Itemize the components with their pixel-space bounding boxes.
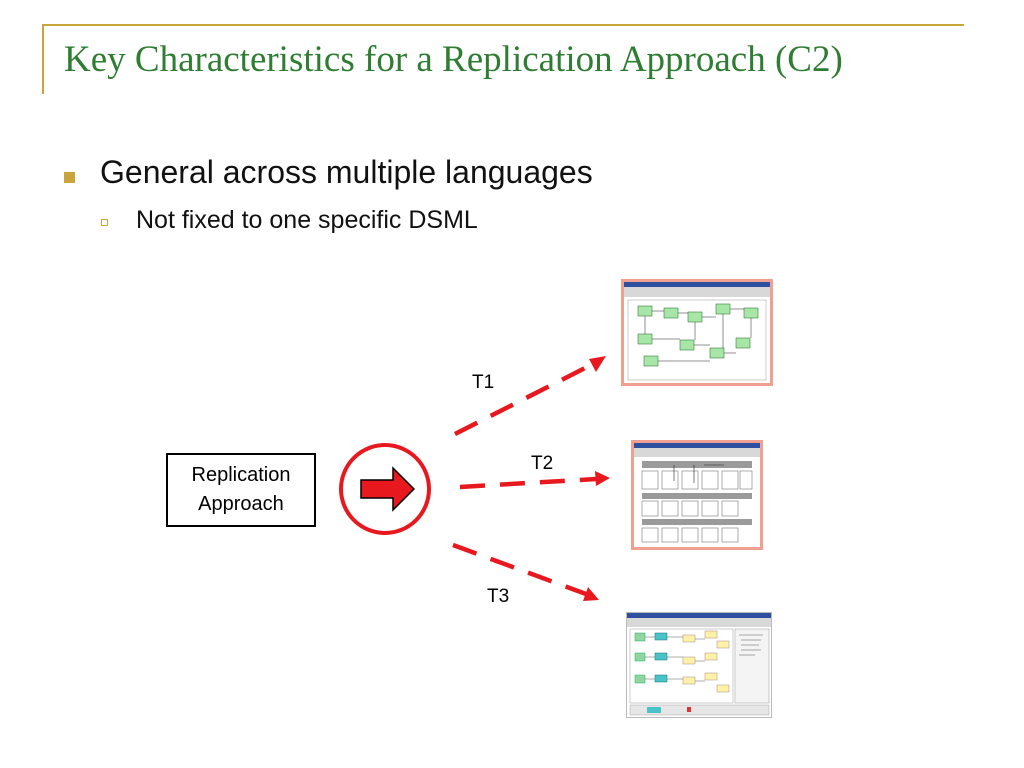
t2-arrow [459, 471, 610, 490]
bullet-text: General across multiple languages [100, 154, 593, 190]
t1-arrow [453, 356, 606, 437]
replication-approach-box: Replication Approach [166, 453, 316, 527]
dsml-tool-screenshot-3 [626, 612, 772, 718]
approach-circle [339, 443, 431, 535]
sub-bullet-text: Not fixed to one specific DSML [136, 206, 478, 234]
dsml-tool-screenshot-1 [621, 279, 773, 386]
t1-label: T1 [472, 372, 495, 393]
t3-label: T3 [487, 586, 510, 607]
t2-label: T2 [531, 453, 554, 474]
dsml-tool-screenshot-2 [631, 440, 763, 550]
sub-bullet-marker [101, 219, 108, 226]
bullet-marker [64, 172, 75, 183]
slide-title: Key Characteristics for a Replication Ap… [64, 39, 843, 80]
right-arrow-icon [360, 466, 416, 512]
t3-arrow [452, 542, 599, 601]
replication-approach-label: Replication Approach [191, 464, 291, 515]
title-frame-left [42, 24, 44, 94]
title-frame-top [42, 24, 964, 26]
